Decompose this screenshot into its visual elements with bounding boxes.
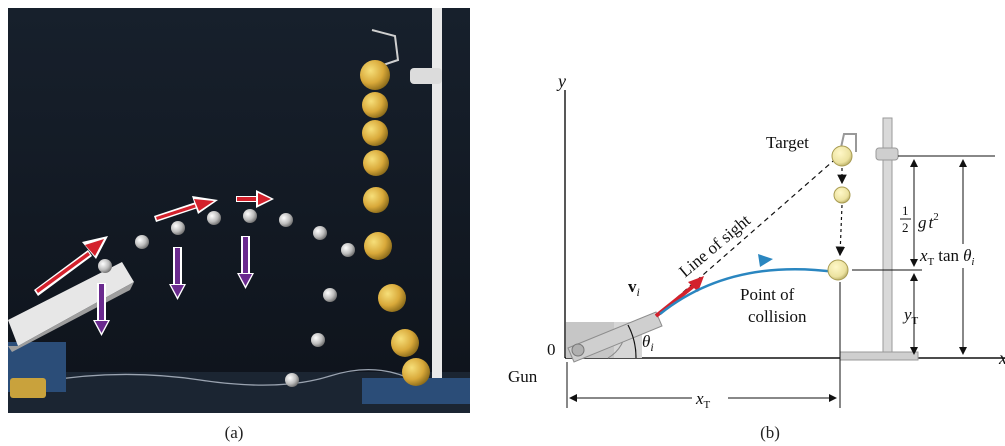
target-balls: [360, 60, 430, 386]
svg-text:2: 2: [902, 220, 909, 235]
target-pole: [432, 8, 442, 380]
fall-arrow-2: [835, 204, 846, 257]
velocity-arrows: [34, 190, 274, 296]
x-axis-label: x: [998, 348, 1005, 368]
xT-tan-label-bg: [918, 244, 1005, 268]
strobe-photo: [8, 8, 470, 413]
target-ball-collision: [827, 259, 849, 281]
angle-label: θi: [642, 332, 654, 354]
angle-arc: [627, 324, 637, 359]
line-of-sight-label: Line of sight: [675, 210, 754, 281]
xT-label: xT: [695, 389, 711, 411]
yT-label: yT: [902, 305, 919, 327]
velocity-label: vi: [628, 277, 640, 299]
projectile-diagram: y x 0 Gun θi Line of sight vi: [508, 71, 1005, 411]
caption-a: (a): [224, 423, 244, 442]
photo-panel: [0, 0, 470, 415]
trajectory-arrowhead: [758, 254, 773, 267]
clamp: [410, 68, 442, 84]
gravity-arrows: [93, 236, 254, 336]
target-ball-start: [831, 145, 853, 167]
velocity-arrowhead: [688, 276, 704, 292]
svg-text:1: 1: [902, 203, 909, 218]
collision-label-line2: collision: [748, 307, 807, 326]
projectile-balls: [98, 209, 355, 387]
wire: [39, 368, 421, 386]
collision-label-line1: Point of: [740, 285, 795, 304]
diagram-panel: y x 0 Gun θi Line of sight vi: [490, 0, 1005, 415]
origin-label: 0: [547, 340, 556, 359]
caption-b: (b): [760, 423, 780, 442]
target-label: Target: [766, 133, 809, 152]
battery-box: [10, 378, 46, 398]
target-ball-mid: [833, 186, 851, 204]
svg-text:gt2: gt2: [918, 211, 939, 232]
release-mechanism: [371, 29, 400, 67]
gun: [566, 311, 663, 363]
y-axis-label: y: [556, 71, 566, 91]
trajectory-curve: [659, 267, 837, 315]
gun-label: Gun: [508, 367, 538, 386]
